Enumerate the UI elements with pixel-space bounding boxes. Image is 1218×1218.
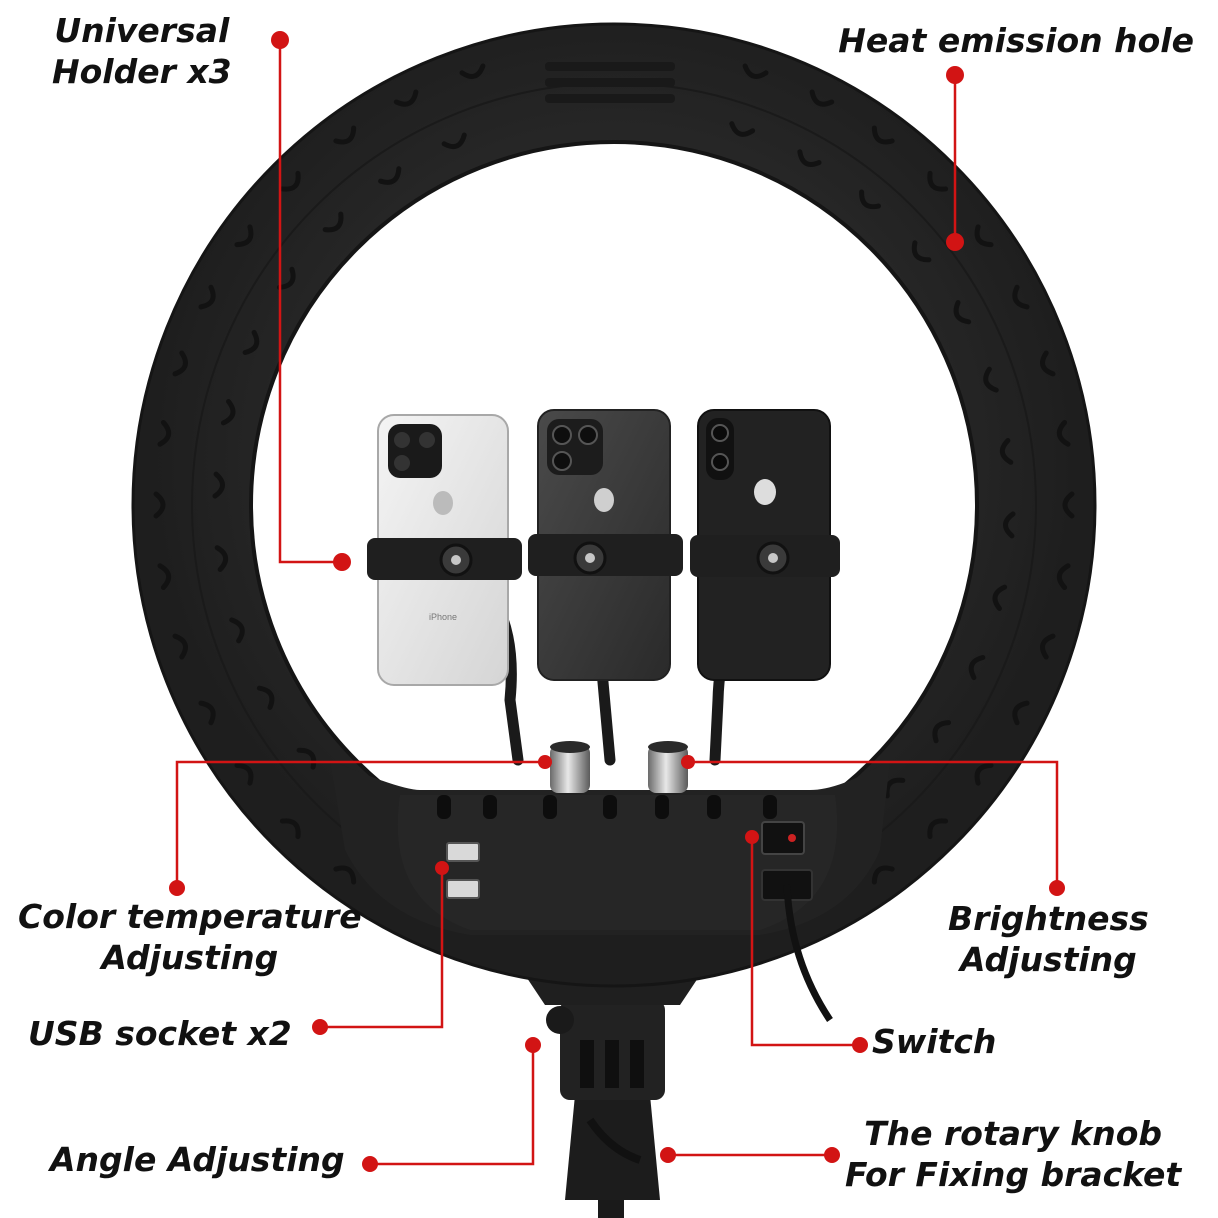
heat-hole — [153, 491, 166, 519]
heat-hole — [859, 189, 881, 210]
apple-logo-icon — [594, 488, 614, 512]
label-switch: Switch — [872, 1022, 997, 1061]
leader-switch — [750, 837, 860, 1047]
heat-hole — [459, 63, 486, 79]
heat-hole — [393, 89, 419, 107]
heat-hole — [871, 125, 895, 145]
label-heat-emission-hole: Heat emission hole — [838, 21, 1194, 60]
heat-hole — [1040, 350, 1056, 377]
heat-hole — [441, 132, 467, 150]
heat-hole — [279, 170, 301, 192]
label-angle-adjusting: Angle Adjusting — [50, 1140, 345, 1179]
heat-hole — [974, 762, 994, 786]
heat-hole — [198, 700, 216, 726]
heat-hole — [212, 471, 225, 499]
color-temperature-knob[interactable] — [550, 741, 590, 793]
heat-hole — [809, 89, 835, 107]
heat-hole — [953, 300, 972, 325]
heat-hole — [378, 166, 402, 185]
label-brightness: Brightness Adjusting — [948, 899, 1149, 979]
heat-hole — [157, 563, 172, 591]
heat-hole — [911, 240, 932, 263]
heat-hole — [172, 350, 188, 377]
heat-hole — [234, 762, 254, 786]
phone-brand: iPhone — [429, 612, 457, 622]
heat-hole — [927, 170, 949, 192]
heat-hole — [1040, 633, 1056, 660]
heat-hole — [322, 211, 344, 233]
leader-angle — [370, 1045, 535, 1166]
heat-hole — [999, 437, 1014, 465]
heat-hole — [968, 654, 986, 681]
heat-hole — [333, 865, 357, 885]
control-box — [330, 760, 890, 1022]
heat-hole — [983, 366, 999, 393]
apple-logo-icon — [754, 479, 776, 505]
heat-hole — [742, 63, 769, 79]
heat-hole — [974, 224, 994, 248]
heat-hole — [884, 777, 906, 799]
label-universal-holder: Universal Holder x3 — [52, 11, 232, 91]
heat-hole — [198, 284, 216, 310]
label-color-temperature: Color temperature Adjusting — [18, 897, 362, 977]
heat-hole — [234, 224, 254, 248]
heat-hole — [871, 865, 895, 885]
heat-hole — [1056, 419, 1071, 447]
heat-hole — [242, 329, 260, 356]
power-switch[interactable] — [761, 821, 805, 855]
heat-hole — [1012, 700, 1030, 726]
heat-hole — [296, 747, 317, 770]
heat-hole — [1012, 284, 1030, 310]
heat-hole — [333, 125, 357, 145]
usb-sockets[interactable] — [446, 842, 480, 899]
label-rotary-knob: The rotary knob For Fixing bracket — [845, 1114, 1182, 1194]
callout-dots — [169, 31, 1065, 1172]
heat-hole — [1056, 563, 1071, 591]
leader-usb — [320, 868, 444, 1029]
heat-hole — [256, 685, 275, 710]
heat-hole — [279, 818, 301, 840]
heat-hole — [1062, 491, 1075, 519]
heat-hole — [220, 399, 236, 426]
heat-hole — [932, 720, 952, 744]
heat-hole — [172, 633, 188, 660]
heat-hole — [992, 584, 1008, 611]
angle-knob[interactable] — [546, 1006, 574, 1034]
heat-hole — [276, 266, 296, 290]
leader-universal-holder — [278, 40, 342, 564]
heat-hole — [797, 149, 822, 167]
heat-hole — [157, 419, 172, 447]
label-usb-socket: USB socket x2 — [28, 1014, 292, 1053]
leader-brightness — [688, 760, 1059, 888]
universal-holders[interactable] — [367, 534, 840, 580]
heat-hole — [927, 818, 949, 840]
brightness-knob[interactable] — [648, 741, 688, 793]
callout-lines — [175, 40, 1059, 1166]
heat-hole — [1003, 511, 1016, 539]
heat-hole — [729, 121, 756, 137]
heat-hole — [229, 617, 245, 644]
apple-logo-icon — [433, 491, 453, 515]
leader-color-temperature — [175, 760, 545, 888]
heat-emission-holes — [153, 63, 1075, 885]
heat-hole — [214, 545, 229, 573]
